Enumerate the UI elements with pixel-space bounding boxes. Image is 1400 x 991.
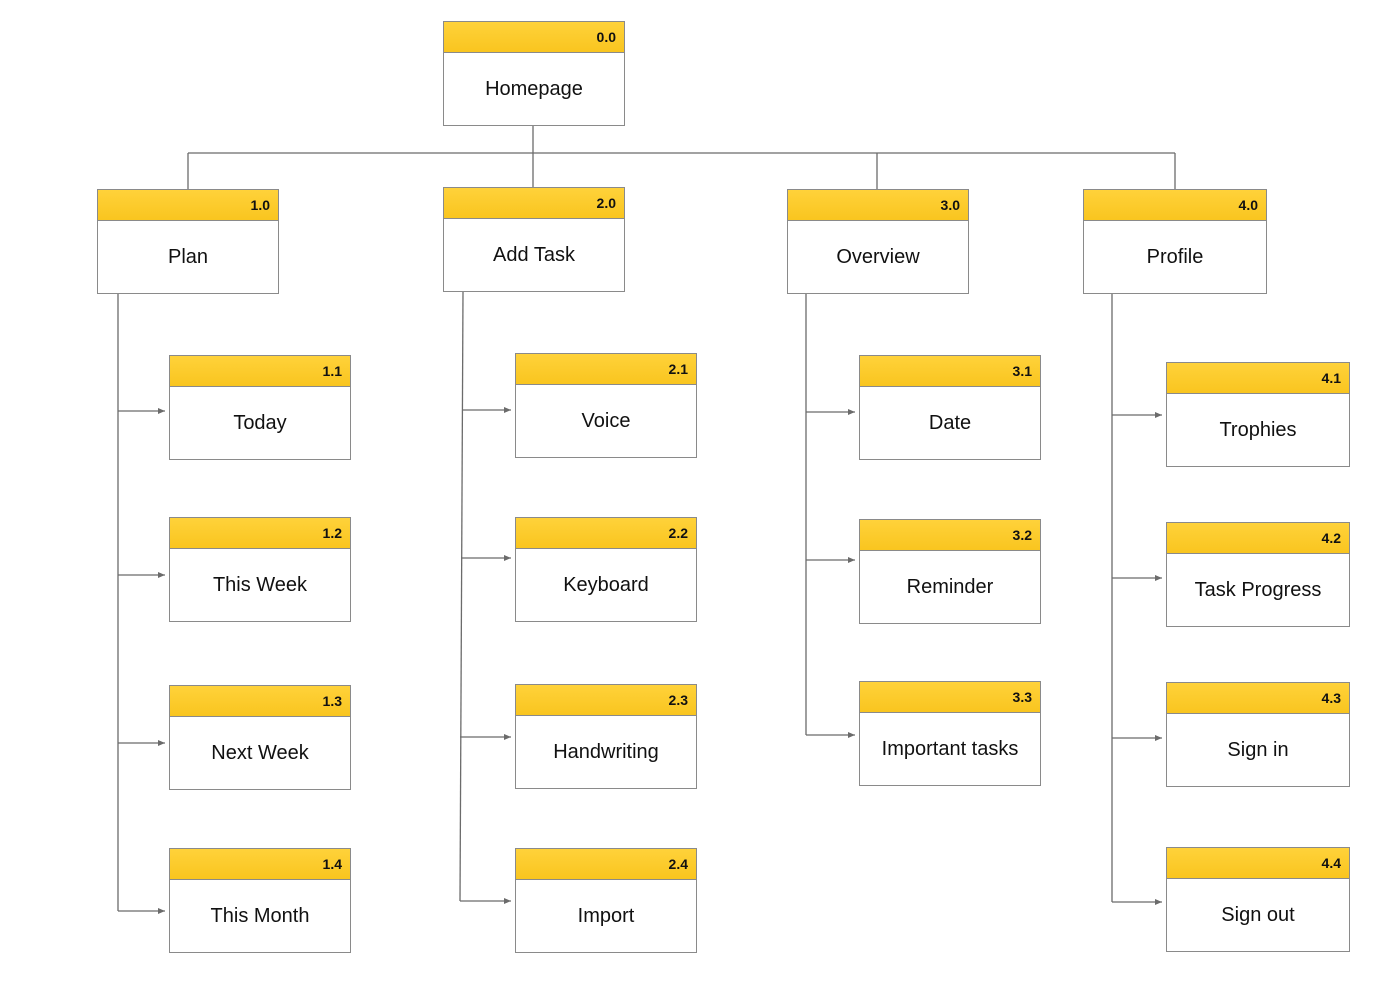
node-header: 2.0 [444, 188, 624, 219]
node-add-task: 2.0 Add Task [443, 187, 625, 292]
node-label: Next Week [211, 741, 309, 764]
node-label: Handwriting [553, 740, 659, 763]
node-label: Date [928, 411, 972, 434]
node-today: 1.1 Today [169, 355, 351, 460]
node-number: 1.4 [322, 856, 342, 872]
node-label: This Month [210, 904, 310, 927]
node-number: 4.3 [1321, 690, 1341, 706]
node-keyboard: 2.2 Keyboard [515, 517, 697, 622]
node-header: 1.3 [170, 686, 350, 717]
node-label: Profile [1146, 245, 1204, 268]
node-number: 2.4 [668, 856, 688, 872]
node-label: Sign out [1221, 903, 1295, 926]
add-task-trunk [459, 291, 464, 902]
node-sign-in: 4.3 Sign in [1166, 682, 1350, 787]
node-label: Keyboard [563, 573, 649, 596]
node-reminder: 3.2 Reminder [859, 519, 1041, 624]
node-next-week: 1.3 Next Week [169, 685, 351, 790]
node-label: Trophies [1219, 418, 1297, 441]
node-number: 1.0 [250, 197, 270, 213]
node-header: 3.0 [788, 190, 968, 221]
node-header: 2.2 [516, 518, 696, 549]
node-header: 4.4 [1167, 848, 1349, 879]
node-header: 3.2 [860, 520, 1040, 551]
node-header: 1.4 [170, 849, 350, 880]
node-label: Import [577, 904, 635, 927]
node-import: 2.4 Import [515, 848, 697, 953]
node-header: 4.2 [1167, 523, 1349, 554]
node-plan: 1.0 Plan [97, 189, 279, 294]
node-header: 4.1 [1167, 363, 1349, 394]
node-sign-out: 4.4 Sign out [1166, 847, 1350, 952]
node-header: 3.1 [860, 356, 1040, 387]
node-label: Voice [581, 409, 631, 432]
node-label: Add Task [493, 243, 575, 266]
node-profile: 4.0 Profile [1083, 189, 1267, 294]
node-label: Sign in [1227, 738, 1289, 761]
node-label: Today [233, 411, 287, 434]
node-header: 1.2 [170, 518, 350, 549]
node-number: 1.2 [322, 525, 342, 541]
node-header: 3.3 [860, 682, 1040, 713]
node-number: 4.1 [1321, 370, 1341, 386]
node-label: Important tasks [881, 737, 1019, 760]
node-this-week: 1.2 This Week [169, 517, 351, 622]
node-header: 4.3 [1167, 683, 1349, 714]
node-label: Task Progress [1194, 578, 1322, 601]
node-number: 0.0 [596, 29, 616, 45]
node-header: 1.1 [170, 356, 350, 387]
node-date: 3.1 Date [859, 355, 1041, 460]
node-label: Homepage [485, 77, 583, 100]
node-number: 4.4 [1321, 855, 1341, 871]
node-header: 2.3 [516, 685, 696, 716]
node-voice: 2.1 Voice [515, 353, 697, 458]
node-label: Plan [167, 245, 209, 268]
node-number: 4.0 [1238, 197, 1258, 213]
node-header: 2.1 [516, 354, 696, 385]
node-number: 1.3 [322, 693, 342, 709]
node-number: 2.2 [668, 525, 688, 541]
node-header: 1.0 [98, 190, 278, 221]
node-task-progress: 4.2 Task Progress [1166, 522, 1350, 627]
node-trophies: 4.1 Trophies [1166, 362, 1350, 467]
node-number: 2.1 [668, 361, 688, 377]
node-overview: 3.0 Overview [787, 189, 969, 294]
node-important-tasks: 3.3 Important tasks [859, 681, 1041, 786]
node-number: 3.3 [1012, 689, 1032, 705]
node-number: 2.0 [596, 195, 616, 211]
node-homepage: 0.0 Homepage [443, 21, 625, 126]
node-number: 2.3 [668, 692, 688, 708]
node-number: 3.1 [1012, 363, 1032, 379]
node-label: Overview [836, 245, 920, 268]
node-number: 1.1 [322, 363, 342, 379]
node-header: 4.0 [1084, 190, 1266, 221]
node-this-month: 1.4 This Month [169, 848, 351, 953]
node-label: This Week [212, 573, 308, 596]
node-header: 2.4 [516, 849, 696, 880]
node-number: 3.2 [1012, 527, 1032, 543]
node-label: Reminder [906, 575, 994, 598]
node-header: 0.0 [444, 22, 624, 53]
node-handwriting: 2.3 Handwriting [515, 684, 697, 789]
node-number: 3.0 [940, 197, 960, 213]
node-number: 4.2 [1321, 530, 1341, 546]
